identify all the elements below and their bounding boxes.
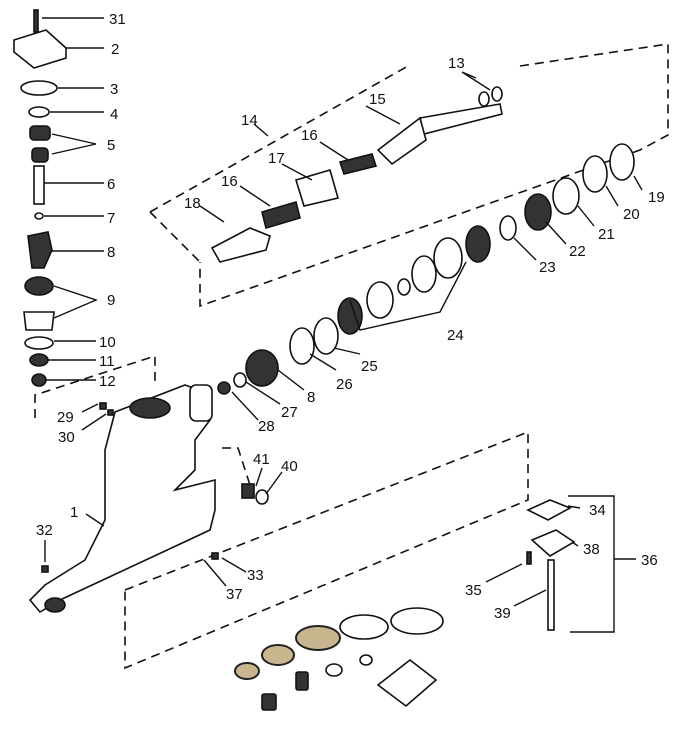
callout-21: 21 bbox=[598, 226, 615, 243]
callout-31: 31 bbox=[109, 11, 126, 28]
callout-17: 17 bbox=[268, 150, 285, 167]
callout-19: 19 bbox=[648, 189, 665, 206]
callout-8b: 8 bbox=[307, 389, 315, 406]
callout-5: 5 bbox=[107, 137, 115, 154]
callout-20: 20 bbox=[623, 206, 640, 223]
callout-16a: 16 bbox=[301, 127, 318, 144]
callout-23: 23 bbox=[539, 259, 556, 276]
callout-10: 10 bbox=[99, 334, 116, 351]
dashed-outlines bbox=[34, 43, 669, 670]
callout-4: 4 bbox=[110, 106, 118, 123]
callout-12: 12 bbox=[99, 373, 116, 390]
callout-34: 34 bbox=[589, 502, 606, 519]
callout-18: 18 bbox=[184, 195, 201, 212]
callout-39: 39 bbox=[494, 605, 511, 622]
callout-7: 7 bbox=[107, 210, 115, 227]
right-assembly-parts bbox=[526, 495, 615, 633]
callout-15: 15 bbox=[369, 91, 386, 108]
callout-27: 27 bbox=[281, 404, 298, 421]
leader-lines bbox=[42, 17, 643, 607]
callout-14: 14 bbox=[241, 112, 258, 129]
callout-1: 1 bbox=[70, 504, 78, 521]
callout-37: 37 bbox=[226, 586, 243, 603]
callout-32: 32 bbox=[36, 522, 53, 539]
gear-housing bbox=[28, 384, 269, 614]
callout-36: 36 bbox=[641, 552, 658, 569]
callout-2: 2 bbox=[111, 41, 119, 58]
callout-8: 8 bbox=[107, 244, 115, 261]
callout-41: 41 bbox=[253, 451, 270, 468]
callout-22: 22 bbox=[569, 243, 586, 260]
callout-26: 26 bbox=[336, 376, 353, 393]
callout-24: 24 bbox=[447, 327, 464, 344]
callout-40: 40 bbox=[281, 458, 298, 475]
callout-11: 11 bbox=[99, 353, 115, 370]
callout-35: 35 bbox=[465, 582, 482, 599]
shaft-assembly-parts bbox=[210, 86, 503, 263]
callout-30: 30 bbox=[58, 429, 75, 446]
callout-3: 3 bbox=[110, 81, 118, 98]
callout-6: 6 bbox=[107, 176, 115, 193]
ring-parts bbox=[217, 143, 635, 395]
callout-25: 25 bbox=[361, 358, 378, 375]
callout-16b: 16 bbox=[221, 173, 238, 190]
seal-kit bbox=[234, 607, 444, 711]
callout-33: 33 bbox=[247, 567, 264, 584]
callout-9: 9 bbox=[107, 292, 115, 309]
left-stack-parts bbox=[13, 9, 67, 387]
callout-38: 38 bbox=[583, 541, 600, 558]
callout-13: 13 bbox=[448, 55, 465, 72]
callout-28: 28 bbox=[258, 418, 275, 435]
callout-29: 29 bbox=[57, 409, 74, 426]
callout-labels: 31 2 3 4 5 6 7 8 9 10 11 12 13 14 15 16 … bbox=[36, 11, 665, 622]
